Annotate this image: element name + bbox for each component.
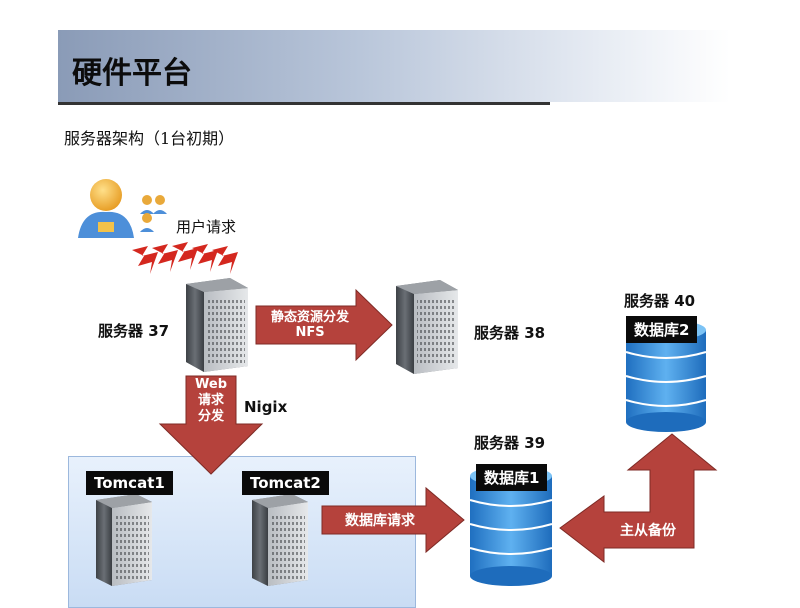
user-request-label: 用户请求 <box>176 218 237 236</box>
web-request-line3: 分发 <box>197 409 224 424</box>
user-icon <box>78 179 134 238</box>
web-request-line1: Web <box>195 377 227 392</box>
replication-text: 主从备份 <box>620 523 676 539</box>
database-2-label: 数据库2 <box>626 316 698 343</box>
users-group-icon <box>140 195 167 232</box>
static-distribution-text: 静态资源分发 NFS <box>262 310 358 340</box>
server-38-icon <box>396 280 458 374</box>
server-37-icon <box>186 278 248 372</box>
server-39-label: 服务器 39 <box>474 434 546 452</box>
tomcat2-server-icon <box>252 494 308 586</box>
header-divider <box>58 102 550 105</box>
tomcat2-label: Tomcat2 <box>242 471 329 495</box>
web-request-text: Web 请求 分发 <box>190 377 232 425</box>
database-1-label: 数据库1 <box>476 464 548 491</box>
static-distribution-line2: NFS <box>295 325 325 340</box>
tomcat1-label: Tomcat1 <box>86 471 173 495</box>
nginx-label: Nigix <box>244 398 288 416</box>
replication-arrow <box>559 433 718 564</box>
static-distribution-line1: 静态资源分发 <box>270 310 349 325</box>
header-banner: 硬件平台 <box>58 30 730 102</box>
page-title: 硬件平台 <box>72 56 192 91</box>
subtitle: 服务器架构（1台初期） <box>64 129 235 148</box>
web-request-line2: 请求 <box>197 393 224 408</box>
request-lightning-icon <box>132 242 238 274</box>
web-request-arrow <box>158 375 264 475</box>
static-distribution-arrow <box>255 288 393 362</box>
db-request-text: 数据库请求 <box>345 513 415 529</box>
server-40-label: 服务器 40 <box>624 292 696 310</box>
db-request-arrow <box>321 486 465 554</box>
tomcat1-server-icon <box>96 494 152 586</box>
server-38-label: 服务器 38 <box>474 324 546 342</box>
server-37-label: 服务器 37 <box>98 322 170 340</box>
